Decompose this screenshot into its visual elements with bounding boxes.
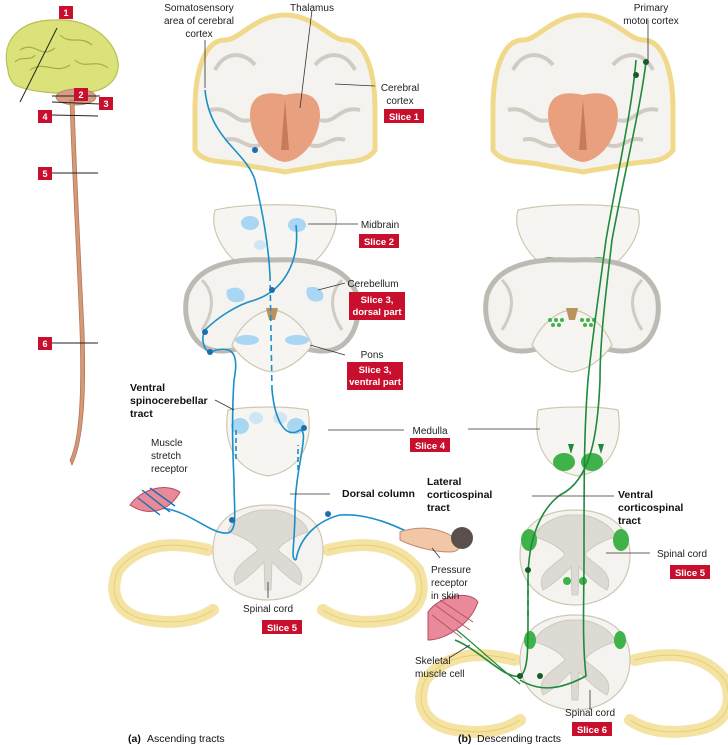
label-thalamus: Thalamus [290, 3, 334, 14]
slice-number-1: 1 [59, 6, 73, 19]
midbrain-slice-a [213, 204, 337, 271]
slice-number-3: 3 [99, 97, 113, 110]
label-ventral-corticospinal-2: corticospinal [618, 502, 683, 514]
svg-text:Slice 1: Slice 1 [389, 112, 420, 123]
caption-a-text: Ascending tracts [147, 733, 225, 745]
svg-text:Slice 4: Slice 4 [415, 441, 446, 452]
panel-a-tags: Slice 1 Slice 2 Slice 3,dorsal part Slic… [262, 109, 450, 634]
label-somatosensory-1: Somatosensory [164, 3, 233, 14]
pressure-receptor-hand-illustration [399, 527, 473, 553]
slice-number-5: 5 [38, 167, 52, 180]
panel-b-slices [421, 15, 728, 732]
svg-text:ventral part: ventral part [349, 377, 402, 388]
caption-b-text: Descending tracts [477, 733, 561, 745]
label-pressure-receptor-3: in skin [431, 591, 459, 602]
cerebellum-slice-a [186, 260, 359, 372]
label-pressure-receptor-1: Pressure [431, 565, 471, 576]
label-ventral-corticospinal-3: tract [618, 515, 641, 527]
tag-slice-5-a: Slice 5 [262, 620, 302, 634]
caption-b-letter: (b) [458, 733, 471, 745]
skeletal-muscle-illustration [427, 594, 479, 641]
label-primary-motor-2: motor cortex [623, 16, 679, 27]
muscle-stretch-receptor-illustration [129, 487, 181, 516]
label-cerebral-cortex-1: Cerebral [381, 83, 419, 94]
svg-text:Slice 2: Slice 2 [364, 237, 394, 248]
medulla-slice-b [536, 406, 620, 477]
spinal-cord-upper-slice-b [519, 509, 631, 606]
label-ventral-spinocerebellar-2: spinocerebellar [130, 395, 208, 407]
svg-text:Slice 3,: Slice 3, [361, 295, 394, 306]
label-midbrain: Midbrain [361, 220, 399, 231]
panel-a-labels: Somatosensory area of cerebral cortex Th… [130, 3, 471, 615]
tag-slice-1: Slice 1 [384, 109, 424, 123]
tag-slice-3-ventral: Slice 3,ventral part [347, 362, 403, 390]
panel-b-tags: Slice 5 Slice 6 [572, 565, 710, 736]
label-skeletal-muscle-2: muscle cell [415, 669, 464, 680]
label-dorsal-column: Dorsal column [342, 488, 415, 500]
svg-text:Slice 5: Slice 5 [267, 623, 298, 634]
label-muscle-stretch-2: stretch [151, 451, 181, 462]
label-ventral-spinocerebellar-1: Ventral [130, 382, 165, 394]
tag-slice-4: Slice 4 [410, 438, 450, 452]
tag-slice-5-b: Slice 5 [670, 565, 710, 579]
cerebrum-slice-b [493, 15, 673, 172]
slice-number-6: 6 [38, 337, 52, 350]
svg-text:dorsal part: dorsal part [352, 307, 402, 318]
label-pons: Pons [361, 350, 384, 361]
leader-lines [204, 9, 650, 710]
label-pressure-receptor-2: receptor [431, 578, 468, 589]
label-somatosensory-2: area of cerebral [164, 16, 234, 27]
descending-arrows [568, 444, 604, 454]
label-ventral-corticospinal-1: Ventral [618, 489, 653, 501]
caption-a-letter: (a) [128, 733, 141, 745]
svg-text:3: 3 [103, 99, 108, 109]
svg-text:5: 5 [42, 169, 47, 179]
label-ventral-spinocerebellar-3: tract [130, 408, 153, 420]
label-cerebellum: Cerebellum [347, 279, 398, 290]
svg-text:4: 4 [42, 112, 47, 122]
descending-neuron-dots [517, 59, 649, 679]
tag-slice-6: Slice 6 [572, 722, 612, 736]
whole-brain-illustration [5, 19, 119, 466]
label-muscle-stretch-3: receptor [151, 464, 188, 475]
label-somatosensory-3: cortex [185, 29, 212, 40]
cerebellum-slice-b [486, 260, 659, 372]
panel-captions: (a) Ascending tracts (b) Descending trac… [128, 733, 561, 745]
svg-text:Slice 3,: Slice 3, [359, 365, 392, 376]
label-lateral-corticospinal-3: tract [427, 502, 450, 514]
tag-slice-2: Slice 2 [359, 234, 399, 248]
label-spinal-cord-a: Spinal cord [243, 604, 293, 615]
svg-text:2: 2 [78, 90, 83, 100]
svg-text:1: 1 [63, 8, 68, 18]
panel-b-labels: Primary motor cortex Lateral corticospin… [415, 3, 707, 719]
label-cerebral-cortex-2: cortex [386, 96, 413, 107]
medulla-slice-a [226, 406, 310, 477]
svg-text:Slice 6: Slice 6 [577, 725, 607, 736]
label-lateral-corticospinal-1: Lateral [427, 476, 462, 488]
label-spinal-cord-b-upper: Spinal cord [657, 549, 707, 560]
slice-number-4: 4 [38, 110, 52, 123]
label-muscle-stretch-1: Muscle [151, 438, 183, 449]
tag-slice-3-dorsal: Slice 3,dorsal part [349, 292, 405, 320]
cerebrum-slice-a [195, 15, 375, 172]
label-skeletal-muscle-1: Skeletal [415, 656, 451, 667]
label-spinal-cord-b-lower: Spinal cord [565, 708, 615, 719]
svg-text:Slice 5: Slice 5 [675, 568, 706, 579]
slice-number-2: 2 [74, 88, 88, 101]
label-medulla: Medulla [412, 426, 447, 437]
label-primary-motor-1: Primary [634, 3, 668, 14]
svg-text:6: 6 [42, 339, 47, 349]
label-lateral-corticospinal-2: corticospinal [427, 489, 492, 501]
